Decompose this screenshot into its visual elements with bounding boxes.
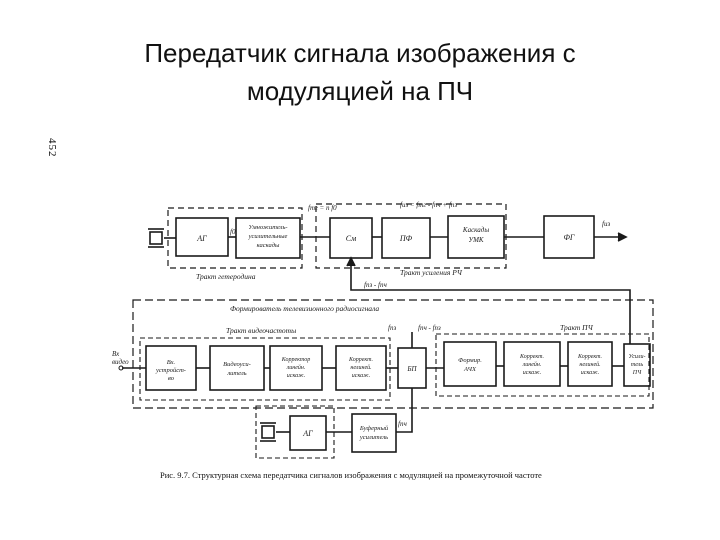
pf-label: ПФ — [399, 234, 413, 243]
cascades-line-2: УМК — [468, 236, 484, 244]
f-pz-label: fпз — [388, 324, 396, 332]
title-line-1: Передатчик сигнала изображения с — [144, 38, 576, 68]
buffer-amp-block — [351, 413, 397, 453]
slide-title: Передатчик сигнала изображения с модуляц… — [0, 34, 720, 110]
video-path-label: Тракт видеочастоты — [226, 326, 296, 335]
input-device-line-2: устройст- — [155, 367, 186, 374]
crystal-top-icon — [149, 231, 163, 245]
input-terminal-icon — [118, 365, 124, 371]
multiplier-line-3: каскады — [257, 242, 280, 249]
heterodyne-path-frame — [167, 207, 303, 269]
input-label-line-1: Вх — [112, 350, 120, 358]
cascades-line-1: Каскады — [462, 226, 489, 234]
figure-caption: Рис. 9.7. Структурная схема передатчика … — [160, 470, 542, 480]
former-block — [443, 341, 497, 387]
corrector-3-block — [567, 341, 613, 387]
former-line-1: Формир. — [458, 357, 482, 364]
bp-label: БП — [406, 365, 417, 373]
corrector-2-line-1: Коррект. — [519, 354, 544, 360]
input-label-line-2: видео — [112, 358, 129, 366]
agr-bottom-label: АГ — [302, 429, 313, 438]
f-top-label: fтг = n f0 — [308, 204, 337, 212]
heterodyne-path-label: Тракт гетеродина — [196, 272, 256, 281]
corrector-3-line-3: искаж. — [581, 370, 599, 376]
if-amp-line-1: Усили- — [628, 354, 645, 360]
f-sum-label: fиз = fтг - fпч + fпз — [400, 201, 457, 209]
former-frame — [132, 299, 654, 409]
video-path-frame — [139, 337, 391, 401]
video-amp-line-1: Видеоуси- — [223, 361, 251, 368]
former-title-label: Формирователь телевизионного радиосигнал… — [230, 304, 379, 313]
multiplier-line-2: усилительные — [248, 233, 288, 240]
nonlinear-corrector-line-1: Коррект. — [348, 357, 373, 363]
agr-bottom-block — [289, 415, 327, 451]
corrector-2-line-3: искаж. — [523, 370, 541, 376]
if-amp-line-3: ПЧ — [632, 370, 642, 376]
rf-path-label: Тракт усиления РЧ — [400, 268, 463, 277]
buffer-amp-line-1: Буферный — [359, 425, 389, 432]
buffer-amp-line-2: усилитель — [359, 434, 388, 441]
nonlinear-corrector-line-3: искаж. — [352, 373, 370, 379]
fg-label: ФГ — [564, 233, 575, 242]
crystal-bottom-icon — [261, 425, 275, 439]
input-device-line-3: во — [168, 375, 175, 382]
linear-corrector-line-3: искаж. — [287, 373, 305, 379]
agr-top-label: АГ — [196, 234, 207, 243]
multiplier-line-1: Умножитель- — [248, 224, 287, 231]
pf-block — [381, 217, 431, 259]
rf-path-frame — [315, 203, 507, 269]
multiplier-block — [235, 217, 301, 259]
corrector-3-line-1: Коррект. — [577, 354, 602, 360]
linear-corrector-line-1: Корректор — [281, 357, 310, 363]
if-amp-line-2: тель — [631, 362, 643, 368]
corrector-3-line-2: нелиней. — [579, 361, 600, 368]
if-path-frame — [435, 333, 650, 397]
if-path-label: Тракт ПЧ — [560, 323, 594, 332]
video-amp-line-2: литель — [226, 370, 246, 377]
linear-corrector-line-2: линейн. — [286, 364, 306, 371]
video-amp-block — [209, 345, 265, 391]
f-pch-bp-label: fпч - fпз — [418, 324, 441, 332]
mixer-label: См — [346, 234, 356, 243]
corrector-2-block — [503, 341, 561, 387]
former-line-2: АЧХ — [463, 366, 477, 373]
f0-label: f0 — [230, 228, 236, 236]
f-out-label: fиз — [602, 220, 610, 228]
input-device-line-1: Вх. — [167, 359, 176, 366]
f-feedback-label: fпз - fпч — [364, 281, 387, 289]
if-amp-block — [623, 343, 651, 387]
f-pch-label: fпч — [398, 420, 407, 428]
nonlinear-corrector-line-2: нелиней. — [350, 364, 371, 371]
title-line-2: модуляцией на ПЧ — [246, 76, 474, 106]
corrector-2-line-2: линейн. — [522, 361, 542, 368]
